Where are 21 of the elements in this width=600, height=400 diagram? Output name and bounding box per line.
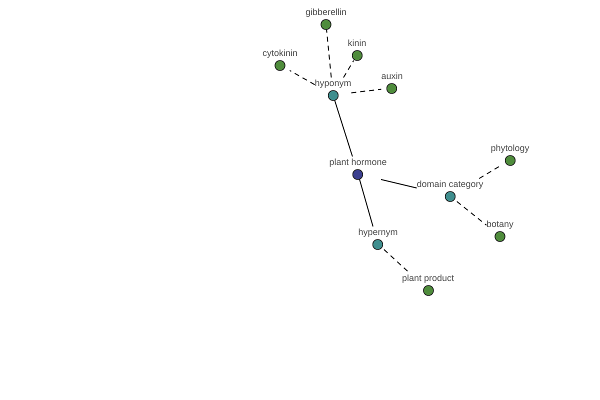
node-label: plant product — [402, 272, 454, 282]
dashed-connector-line — [456, 201, 487, 226]
dashed-connector-line — [478, 165, 502, 179]
node-label: kinin — [348, 38, 366, 48]
node-label: cytokinin — [262, 48, 298, 58]
node-label: plant hormone — [329, 156, 387, 166]
connector-line — [380, 179, 418, 189]
dashed-connector-line — [289, 70, 316, 86]
dashed-connector-line — [343, 60, 354, 78]
node-label: domain category — [416, 178, 484, 188]
dashed-connector-line — [326, 29, 332, 78]
dashed-connector-line — [350, 88, 382, 94]
node-label: hyponym — [314, 78, 352, 88]
node-label: phytology — [490, 142, 530, 152]
dashed-connector-line — [383, 249, 410, 273]
node-label: auxin — [381, 70, 403, 80]
node-label: gibberellin — [305, 6, 347, 16]
node-label: botany — [486, 218, 514, 228]
node-label: hypernym — [358, 226, 398, 236]
connector-line — [359, 179, 374, 227]
connector-line — [334, 100, 353, 157]
